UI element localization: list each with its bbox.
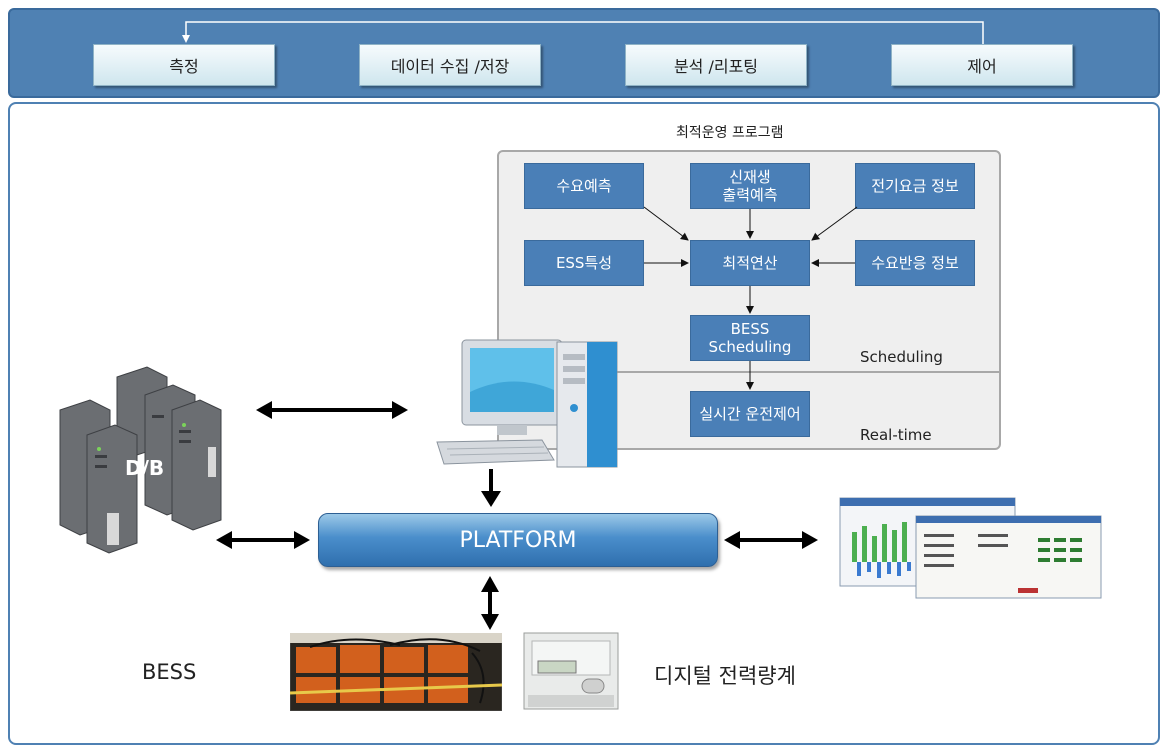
renewable-forecast-box: 신재생 출력예측 xyxy=(690,163,810,209)
top-feedback-arrow xyxy=(182,21,984,44)
demand-forecast-box: 수요예측 xyxy=(524,163,644,209)
computer-icon xyxy=(436,339,618,468)
program-title: 최적운영 프로그램 xyxy=(676,125,784,141)
bess-label: BESS xyxy=(142,660,197,684)
ess-property-label: ESS특성 xyxy=(555,254,613,272)
program-divider xyxy=(499,371,999,373)
realtime-control-box: 실시간 운전제어 xyxy=(690,391,810,437)
db-label: D/B xyxy=(125,456,165,480)
realtime-section-label: Real-time xyxy=(860,426,932,444)
realtime-control-label: 실시간 운전제어 xyxy=(699,405,801,423)
tariff-info-label: 전기요금 정보 xyxy=(871,177,959,195)
bess-scheduling-label: BESS Scheduling xyxy=(708,320,792,356)
data-collect-label: 데이터 수집 /저장 xyxy=(390,57,510,76)
digital-meter-label: 디지털 전력량계 xyxy=(654,664,796,688)
renewable-forecast-label: 신재생 출력예측 xyxy=(722,168,778,204)
platform-bar: PLATFORM xyxy=(318,513,718,567)
platform-label: PLATFORM xyxy=(459,527,577,553)
digital-meter-photo xyxy=(523,632,619,710)
database-server-icon xyxy=(59,366,222,554)
measure-button[interactable]: 측정 xyxy=(93,44,275,86)
bess-photo xyxy=(290,633,502,711)
demand-forecast-label: 수요예측 xyxy=(556,177,612,195)
dr-info-label: 수요반응 정보 xyxy=(871,254,959,272)
control-button[interactable]: 제어 xyxy=(891,44,1073,86)
bess-scheduling-box: BESS Scheduling xyxy=(690,315,810,361)
tariff-info-box: 전기요금 정보 xyxy=(855,163,975,209)
control-label: 제어 xyxy=(967,57,997,76)
monitoring-screens-icon xyxy=(839,497,1102,599)
analysis-report-label: 분석 /리포팅 xyxy=(673,57,759,76)
data-collect-button[interactable]: 데이터 수집 /저장 xyxy=(359,44,541,86)
optimization-label: 최적연산 xyxy=(722,254,778,272)
scheduling-section-label: Scheduling xyxy=(860,348,943,366)
analysis-report-button[interactable]: 분석 /리포팅 xyxy=(625,44,807,86)
ess-property-box: ESS특성 xyxy=(524,240,644,286)
optimization-box: 최적연산 xyxy=(690,240,810,286)
measure-label: 측정 xyxy=(169,57,199,76)
dr-info-box: 수요반응 정보 xyxy=(855,240,975,286)
